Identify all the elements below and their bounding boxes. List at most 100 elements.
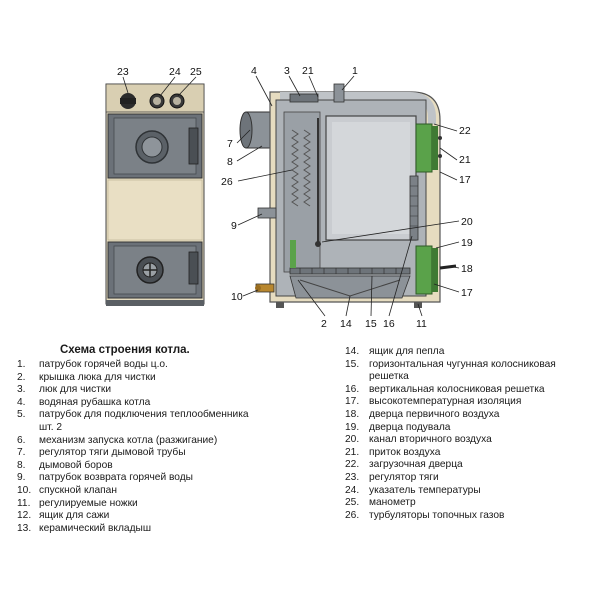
legend-item-number: 21. <box>345 446 360 458</box>
callout-26: 26 <box>221 176 233 188</box>
legend-item: 18. дверца первичного воздуха <box>345 409 556 422</box>
legend-item-text: патрубок возврата горячей воды <box>39 472 193 484</box>
callout-4: 4 <box>251 65 257 77</box>
legend-item-number: 26. <box>345 509 360 521</box>
legend-item: 7.регулятор тяги дымовой трубы <box>17 447 249 460</box>
loading-door <box>107 113 203 179</box>
legend-item: 23.регулятор тяги <box>345 472 556 485</box>
ash-box <box>289 275 411 299</box>
temperature-gauge-icon <box>149 93 165 109</box>
legend-item-number: 2. <box>17 371 26 383</box>
diagram-title: Схема строения котла. <box>60 344 190 356</box>
legend-item-number: 3. <box>17 384 26 396</box>
legend-item-number: 23. <box>345 471 360 483</box>
legend-item-text: манометр <box>369 497 416 509</box>
legend-item-number: 20. <box>345 434 360 446</box>
drain-valve <box>255 283 275 293</box>
callout-7: 7 <box>227 138 233 150</box>
loading-door-right <box>415 123 442 173</box>
legend-item-text: загрузочная дверца <box>369 459 463 471</box>
callout-17-top: 17 <box>459 174 471 186</box>
legend-item-number: 13. <box>17 522 32 534</box>
horizontal-grate <box>289 267 411 275</box>
legend-item-number: 9. <box>17 472 26 484</box>
legend-item-text: керамический вкладыш <box>39 522 152 534</box>
legend-item: 5. патрубок для подключения теплообменник… <box>17 409 249 434</box>
legend-item-text-continued: решетка <box>369 371 409 383</box>
callout-1: 1 <box>352 65 358 77</box>
legend-item-text: вертикальная колосниковая решетка <box>369 383 545 395</box>
legend-item: 19. дверца подувала <box>345 422 556 435</box>
legend-item: 2.крышка люка для чистки <box>17 372 249 385</box>
boiler-cross-section <box>239 83 457 308</box>
turbulators <box>291 129 311 207</box>
legend-item-number: 16. <box>345 383 360 395</box>
legend-item-text: указатель температуры <box>369 484 481 496</box>
legend-item: 12.ящик для сажи <box>17 510 249 523</box>
callout-3: 3 <box>284 65 290 77</box>
legend-item-text: ящик для пепла <box>369 346 445 357</box>
primary-air-door <box>415 245 457 295</box>
legend-item-number: 1. <box>17 359 26 370</box>
legend-item: 6.механизм запуска котла (разжигание) <box>17 435 249 448</box>
callout-9: 9 <box>231 220 237 232</box>
legend-item: 24. указатель температуры <box>345 485 556 498</box>
legend-item: 25. манометр <box>345 497 556 510</box>
legend-item-text: высокотемпературная изоляция <box>369 396 522 408</box>
legend-item-text: приток воздуха <box>369 446 441 458</box>
callout-10: 10 <box>231 291 243 303</box>
legend-item-number: 25. <box>345 497 360 509</box>
callout-labels: 23 24 25 4 3 21 1 22 21 17 7 8 26 9 20 1… <box>117 65 473 330</box>
legend-item-text: спускной клапан <box>39 484 117 496</box>
callout-20: 20 <box>461 216 473 228</box>
legend-item: 14. ящик для пепла <box>345 346 556 359</box>
boiler-diagram: 23 24 25 4 3 21 1 22 21 17 7 8 26 9 20 1… <box>105 65 473 330</box>
callout-15: 15 <box>365 318 377 330</box>
callout-23: 23 <box>117 66 129 78</box>
legend-item-text: водяная рубашка котла <box>39 396 151 408</box>
legend-item-text: горизонтальная чугунная колосниковая <box>369 358 556 370</box>
legend-item-number: 19. <box>345 421 360 433</box>
legend-item-number: 22. <box>345 459 360 471</box>
legend-item-number: 14. <box>345 346 360 357</box>
legend-left: 1. патрубок горячей воды ц.о. 2.крышка люк… <box>17 359 249 535</box>
legend-item-number: 5. <box>17 409 26 421</box>
callout-21-right: 21 <box>459 154 471 166</box>
legend-item-text: дверца первичного воздуха <box>369 408 500 420</box>
legend-item-text: канал вторичного воздуха <box>369 434 492 446</box>
legend-item-number: 15. <box>345 358 360 370</box>
legend-item: 17.высокотемпературная изоляция <box>345 396 556 409</box>
legend-item-text-continued: шт. 2 <box>39 421 63 433</box>
callout-11: 11 <box>416 318 427 330</box>
legend-item-text: патрубок для подключения теплообменника <box>39 409 249 421</box>
legend-item-text: ящик для сажи <box>39 510 110 522</box>
legend-item-text: регулируемые ножки <box>39 497 138 509</box>
legend-item: 4. водяная рубашка котла <box>17 397 249 410</box>
legend-item-text: люк для чистки <box>39 384 112 396</box>
legend-item: 9. патрубок возврата горячей воды <box>17 472 249 485</box>
legend-item: 13. керамический вкладыш <box>17 523 249 536</box>
legend-item-text: дымовой боров <box>39 459 113 471</box>
legend-item-text: дверца подувала <box>369 421 451 433</box>
legend-item: 22. загрузочная дверца <box>345 459 556 472</box>
legend-item-number: 24. <box>345 484 360 496</box>
callout-14: 14 <box>340 318 352 330</box>
vertical-grate <box>409 175 419 241</box>
legend-item-number: 8. <box>17 459 26 471</box>
callout-16: 16 <box>383 318 395 330</box>
legend-item-text: патрубок горячей воды ц.о. <box>39 359 168 370</box>
callout-25: 25 <box>190 66 202 78</box>
callout-8: 8 <box>227 156 233 168</box>
legend-item-text: механизм запуска котла (разжигание) <box>39 434 218 446</box>
legend-item-text: турбуляторы топочных газов <box>369 509 505 521</box>
legend-item-number: 4. <box>17 396 26 408</box>
callout-22: 22 <box>459 125 471 137</box>
callout-18: 18 <box>461 263 473 275</box>
legend-item-number: 18. <box>345 408 360 420</box>
return-water-pipe <box>257 207 277 219</box>
ash-door <box>107 241 203 299</box>
manometer-icon <box>169 93 185 109</box>
leader-lines <box>122 75 460 317</box>
legend-item: 1. патрубок горячей воды ц.о. <box>17 359 249 372</box>
